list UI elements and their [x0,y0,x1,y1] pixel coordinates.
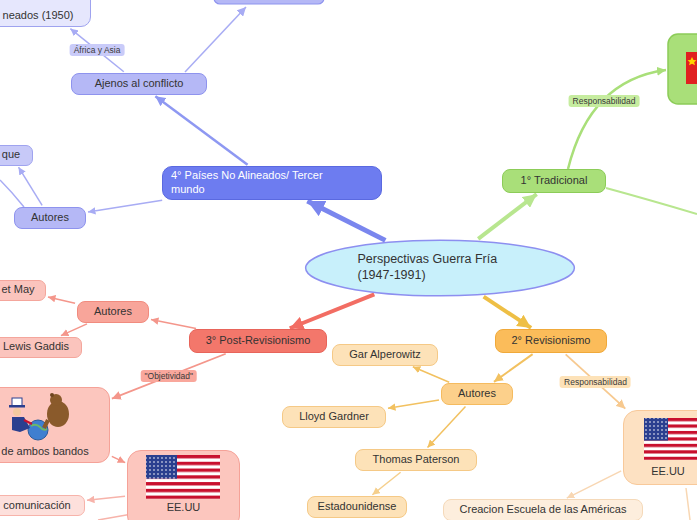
branch-connector [307,201,385,240]
branch-connector [112,354,226,399]
node-text: de ambos bandos [1,445,88,459]
edge-label: Responsabilidad [560,375,631,387]
topic-box: 4° Países No Alineados/ Tercer mundo [162,166,382,200]
node-text: 1° Tradicional [521,174,588,188]
topic-box: Ajenos al conflicto [71,73,207,95]
cut-node [214,0,324,4]
branch-connector [70,29,123,72]
node-text: que [2,148,20,162]
node-text: EE.UU [167,501,201,515]
branch-line [686,488,690,520]
branch-label: Responsabilidad [569,95,640,107]
topic-box: que [0,145,33,166]
node-text: Autores [31,211,69,225]
topic-box: 1° Tradicional [502,169,606,193]
node-text: Perspectivas Guerra Fría (1947-1991) [358,252,523,283]
node-text: Estadounidense [318,500,397,514]
node-text: Creacion Escuela de las Américas [460,503,627,517]
node-text: neados (1950) [3,9,74,23]
topic-box: de ambos bandos [0,387,110,464]
edge-label: "Objetividad" [141,370,198,382]
topic-box: Thomas Paterson [355,449,477,471]
topic-box: Autores [441,383,513,405]
soviet-flag-box [668,34,697,104]
topic-ellipse: Perspectivas Guerra Fría (1947-1991) [304,239,576,297]
branch-line [0,180,24,207]
branch-connector [87,496,125,500]
branch-connector [155,96,247,165]
node-text: 3° Post-Revisionismo [206,334,311,348]
topic-box: Lloyd Gardner [282,406,386,428]
cold-war-cartoon [9,393,69,440]
branch-connector [484,297,531,328]
branch-connector [290,294,375,328]
branch-line [568,70,666,169]
edge-label: África y Asia [70,44,125,56]
branch-connector [567,471,621,498]
node-text: EE.UU [651,465,685,479]
branch-connector [388,400,439,408]
branch-line [185,7,246,72]
topic-box: comunicación [0,495,85,516]
node-text: et May [1,283,34,297]
branch-connector [494,354,533,382]
us-flag [146,455,220,499]
node-text: Lewis Gaddis [3,340,69,354]
node-text: Autores [458,387,496,401]
node-text: Ajenos al conflicto [95,77,184,91]
branch-connector [151,320,196,329]
branch-connector [88,200,162,212]
node-text: Gar Alperowitz [349,348,421,362]
topic-box: Autores [14,207,86,229]
branch-connector [48,297,75,303]
topic-box: neados (1950) [0,0,91,27]
topic-box: EE.UU [127,450,240,520]
branch-connector [112,456,125,462]
branch-connector [428,406,466,447]
node-text: Lloyd Gardner [299,410,369,424]
ellipse-shape [306,240,575,296]
topic-box: 2° Revisionismo [495,329,607,353]
branch-connector [478,194,536,239]
us-flag [644,418,697,460]
branch-connector [372,472,400,495]
topic-box: EE.UU [623,410,697,485]
topic-box: Gar Alperowitz [332,344,438,366]
node-text: comunicación [3,499,70,513]
topic-box: Lewis Gaddis [0,337,82,358]
branch-connector [413,367,449,382]
branch-connector [19,167,43,205]
node-text: Thomas Paterson [373,453,460,467]
ellipse-outline [304,239,576,297]
branch-line [606,188,697,214]
topic-box: Autores [77,301,149,323]
topic-box: 3° Post-Revisionismo [189,329,327,353]
node-text: Autores [94,305,132,319]
topic-box: Creacion Escuela de las Américas [443,499,643,520]
node-text: 4° Países No Alineados/ Tercer mundo [171,169,346,197]
topic-box: Estadounidense [307,496,407,518]
node-text: 2° Revisionismo [512,334,591,348]
topic-box: et May [0,280,46,301]
branch-connector [61,324,87,336]
